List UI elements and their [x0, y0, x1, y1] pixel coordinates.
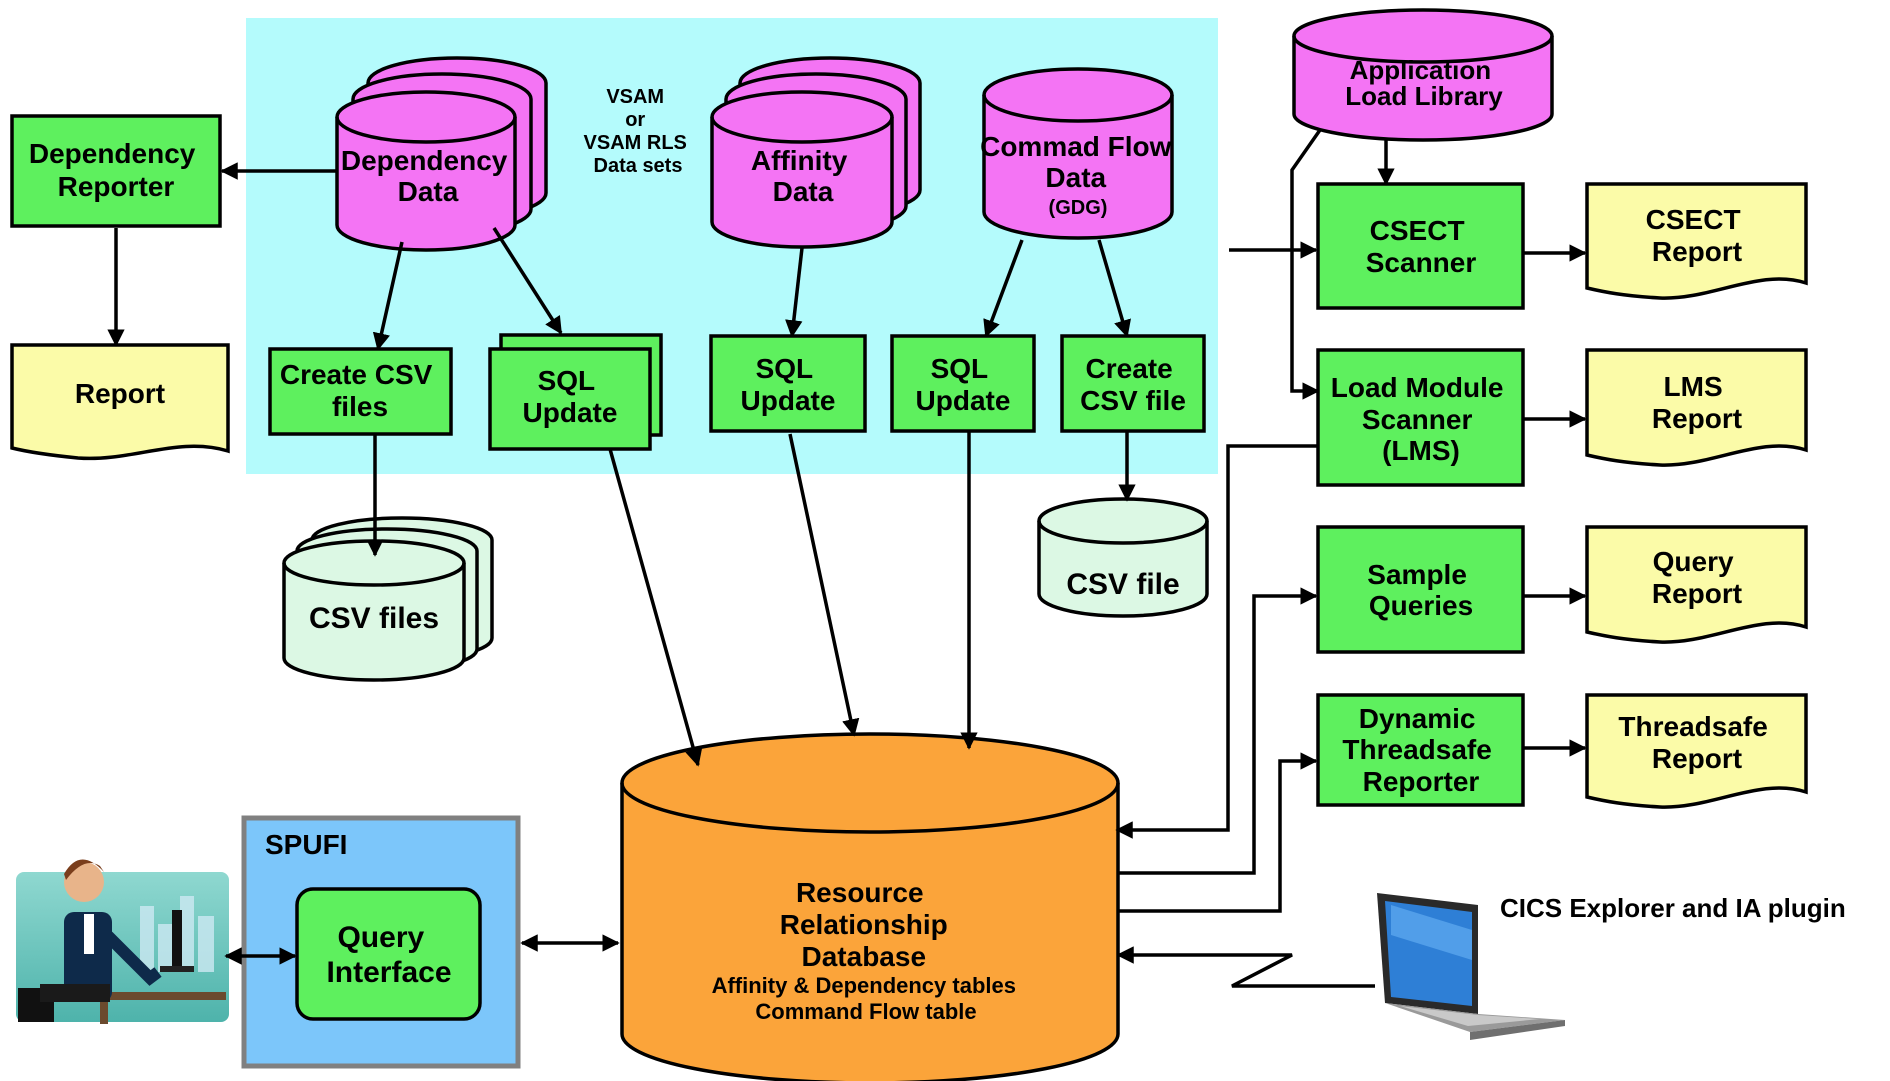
application-load-library-store: Application Load Library	[1292, 8, 1554, 142]
svg-text:Application Load Library: Application Load Library	[1345, 55, 1503, 111]
svg-text:Dependency Data: Dependency Data	[341, 145, 515, 207]
csect-scanner-box: CSECT Scanner	[1316, 182, 1525, 310]
sample-queries-box: Sample Queries	[1316, 525, 1525, 654]
dynamic-threadsafe-reporter-box: Dynamic Threadsafe Reporter	[1316, 693, 1525, 807]
lms-report-doc: LMS Report	[1585, 348, 1808, 467]
threadsafe-report-doc: Threadsafe Report	[1585, 693, 1808, 809]
svg-text:SQL Update: SQL Update	[741, 353, 836, 416]
sql-update-box-3: SQL Update	[890, 334, 1036, 433]
sql-update-1-to-db	[608, 448, 703, 767]
report-doc: Report	[10, 343, 230, 461]
sql-update-box-2: SQL Update	[709, 334, 867, 433]
db-to-threadsafe-reporter	[1118, 752, 1318, 913]
dependency-reporter-box: Dependency Reporter	[10, 114, 222, 228]
svg-text:Create CSV files: Create CSV files	[280, 359, 440, 422]
svg-text:Report: Report	[75, 378, 165, 409]
svg-text:Commad Flow Data (: Commad Flow Data (GDG)	[980, 131, 1176, 219]
laptop-icon	[1377, 893, 1565, 1040]
resource-relationship-database: Resource Relationship Database Affinity …	[620, 732, 1120, 1081]
dep-data-to-sql-update-1	[492, 227, 563, 335]
create-csv-file-box: Create CSV file	[1060, 334, 1206, 433]
svg-text:Dependency Reporter: Dependency Reporter	[29, 138, 203, 202]
cics-explorer-label: CICS Explorer and IA plugin	[1500, 893, 1846, 923]
svg-text:CSV file: CSV file	[1066, 568, 1179, 601]
csect-report-doc: CSECT Report	[1585, 182, 1808, 300]
sql-update-box-1: SQL Update	[488, 333, 663, 451]
load-module-scanner-box: Load Module Scanner (LMS)	[1316, 348, 1525, 487]
vsam-label: VSAM or VSAM RLS Data sets	[584, 86, 693, 177]
csv-file-store: CSV file	[1037, 497, 1209, 618]
sql-update-2-to-db	[788, 433, 860, 737]
db-to-sample-queries	[1118, 587, 1318, 875]
db-to-laptop	[1116, 946, 1375, 988]
svg-text:Dynamic Threadsafe: Dynamic Threadsafe Reporter	[1342, 703, 1499, 797]
svg-text:Create CSV file: Create CSV file	[1080, 353, 1186, 416]
svg-text:CSV files: CSV files	[309, 602, 439, 635]
svg-text:Threadsafe Report: Threadsafe Report	[1618, 711, 1775, 774]
svg-text:Query Interface: Query Interface	[326, 921, 451, 989]
svg-text:Resource Relationship: Resource Relationship Database Affinity …	[712, 877, 1021, 1024]
svg-text:SPUFI: SPUFI	[265, 829, 347, 860]
svg-text:Query Report: Query Report	[1652, 546, 1742, 609]
svg-text:LMS Report: LMS Report	[1652, 371, 1742, 434]
svg-text:Load Module Scanner: Load Module Scanner (LMS)	[1331, 372, 1511, 466]
spufi-region: SPUFI Query Interface	[241, 815, 521, 1069]
load-library-to-lms	[1290, 128, 1322, 400]
affinity-data-store: Affinity Data	[710, 56, 922, 249]
query-report-doc: Query Report	[1585, 525, 1808, 644]
dependency-data-store: Dependency Data	[335, 56, 548, 252]
svg-text:SQL Update: SQL Update	[916, 353, 1011, 416]
dep-data-to-create-csv	[372, 241, 404, 351]
command-flow-to-create-csv-file	[1097, 239, 1131, 338]
csv-files-store: CSV files	[282, 516, 494, 682]
user-at-computer-icon	[16, 859, 229, 1024]
svg-text:Affinity Data: Affinity Data	[751, 145, 855, 207]
svg-text:CSECT Report: CSECT Report	[1646, 204, 1749, 267]
svg-text:SQL Update: SQL Update	[523, 365, 618, 428]
command-flow-data-store: Commad Flow Data (GDG)	[980, 67, 1176, 240]
create-csv-files-box: Create CSV files	[268, 347, 453, 436]
svg-text:CSECT Scanner: CSECT Scanner	[1366, 215, 1477, 278]
affinity-to-sql-update-2	[785, 247, 804, 338]
svg-text:Sample Queries: Sample Queries	[1367, 559, 1474, 621]
connectors	[107, 128, 1587, 988]
lms-to-db	[1115, 444, 1318, 839]
command-flow-to-sql-update-3	[983, 239, 1024, 338]
